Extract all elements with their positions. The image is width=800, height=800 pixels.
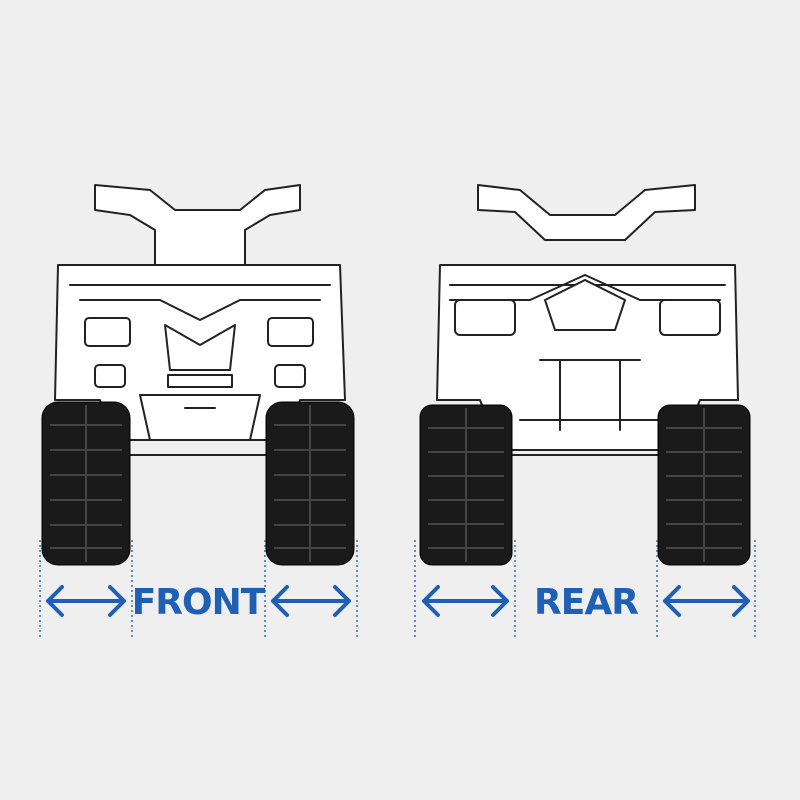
rear-label: REAR — [534, 582, 638, 623]
front-label: FRONT — [132, 582, 266, 623]
double-arrow-icon — [663, 585, 750, 617]
width-guide-lines — [39, 540, 756, 640]
double-arrow-icon — [422, 585, 509, 617]
atv-rear-view — [436, 184, 739, 456]
rear-right-track — [657, 404, 751, 566]
front-right-track — [265, 401, 355, 566]
front-left-track — [41, 401, 131, 566]
atv-front-view — [54, 184, 346, 456]
double-arrow-icon — [271, 585, 351, 617]
rear-left-track — [419, 404, 513, 566]
double-arrow-icon — [46, 585, 126, 617]
